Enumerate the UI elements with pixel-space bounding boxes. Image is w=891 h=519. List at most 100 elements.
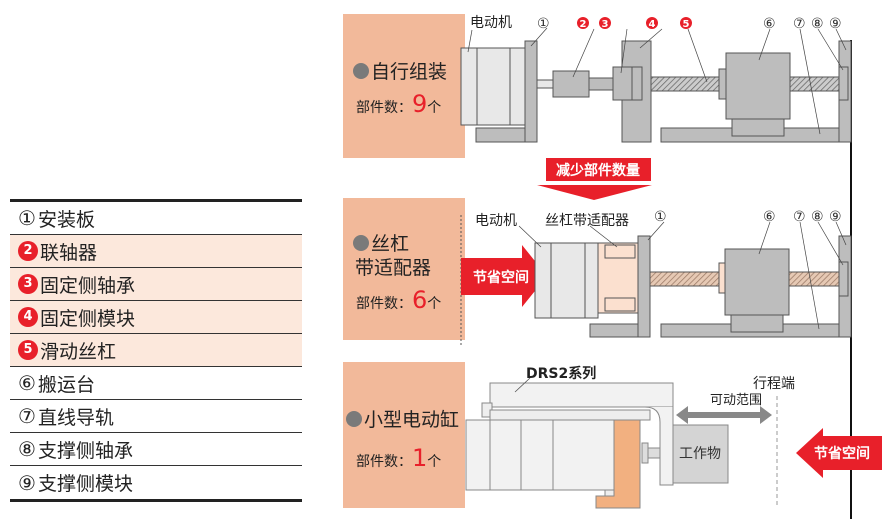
marker-icon: 4 (18, 307, 38, 327)
marker-7: ⑦ (793, 209, 806, 225)
marker-3: 3 (602, 19, 609, 30)
support-block (838, 40, 852, 143)
marker-icon: ⑦ (18, 404, 36, 428)
series-label: DRS2系列 (526, 365, 596, 382)
config-title: 小型电动缸 (364, 409, 460, 431)
marker-icon: 2 (18, 241, 38, 261)
motor-label: 电动机 (475, 213, 517, 229)
legend-label: 联轴器 (40, 241, 98, 264)
support-bearing (838, 66, 849, 101)
legend-label: 安装板 (37, 208, 95, 231)
marker-8: ⑧ (811, 16, 824, 32)
marker-8: ⑧ (811, 209, 824, 225)
save-space-text: 节省空间 (473, 269, 529, 286)
legend-label: 滑动丝杠 (40, 340, 117, 363)
down-arrow-icon (537, 185, 652, 200)
config-box-screw-adapter: 丝杠 带适配器 部件数：6个 (343, 198, 465, 340)
motor (534, 242, 599, 319)
count-label: 部件数： (356, 296, 412, 312)
part-count: 9 (412, 90, 428, 118)
marker-1: ① (654, 209, 667, 225)
movable-range-arrow-icon (676, 406, 772, 424)
save-space-arrow-icon (796, 428, 882, 478)
carriage (725, 52, 791, 120)
marker-4: 4 (649, 19, 656, 30)
lead-screw (650, 76, 720, 92)
marker-icon: 3 (18, 274, 38, 294)
count-label: 部件数： (356, 100, 412, 116)
marker-2: 2 (580, 19, 587, 30)
count-unit: 个 (427, 100, 442, 116)
marker-icon: ⑥ (18, 371, 36, 395)
marker-icon: ⑨ (18, 470, 36, 495)
count-unit: 个 (427, 296, 442, 312)
reduce-banner-text: 减少部件数量 (556, 162, 640, 179)
legend-label: 固定侧轴承 (40, 274, 136, 297)
support-block (838, 235, 852, 338)
marker-icon: ① (18, 206, 36, 230)
legend-label: 搬运台 (37, 373, 95, 396)
motor (460, 47, 526, 126)
marker-1: ① (537, 16, 550, 32)
legend-label: 直线导轨 (37, 406, 114, 429)
workpiece-label: 工作物 (679, 446, 721, 462)
linear-rail (660, 323, 841, 338)
carriage (724, 248, 790, 316)
marker-9: ⑨ (829, 209, 842, 225)
actuator-motor (465, 419, 641, 491)
screw-adapter (597, 242, 639, 314)
marker-icon: ⑧ (18, 437, 36, 461)
marker-5: 5 (683, 19, 690, 30)
part-count: 1 (412, 444, 428, 472)
save-space-text: 节省空间 (814, 445, 870, 462)
bullet-icon (353, 63, 369, 79)
marker-9: ⑨ (829, 16, 842, 32)
config-box-self-assembly: 自行组装 部件数：9个 (343, 14, 465, 158)
motor-label: 电动机 (470, 15, 512, 31)
mounting-plate (524, 40, 538, 143)
stroke-end-label: 行程端 (753, 376, 795, 392)
save-space-arrow-icon (461, 245, 547, 307)
lead-screw (649, 271, 721, 287)
adapter-label: 丝杠带适配器 (545, 213, 629, 229)
fixed-bearing (612, 66, 643, 101)
config-title: 自行组装 (371, 61, 448, 83)
electric-cylinder-diagram: 工作物 DRS2系列 可动范围 行程端 节省空间 (465, 365, 882, 509)
bullet-icon (346, 411, 362, 427)
mounting-bracket (595, 419, 641, 509)
support-bearing (838, 261, 849, 297)
cylinder-body (489, 382, 674, 408)
config-title-line2: 带适配器 (355, 257, 432, 279)
screw-adapter-diagram: 节省空间 电动机 丝杠带适配器 ① ⑥ ⑦ ⑧ ⑨ (460, 209, 852, 345)
count-unit: 个 (427, 454, 442, 470)
marker-icon: 5 (18, 340, 38, 360)
legend-label: 支撑侧轴承 (37, 439, 133, 462)
mounting-base (475, 127, 527, 143)
config-box-electric-cylinder: 小型电动缸 部件数：1个 (343, 362, 465, 508)
coupling (552, 70, 590, 98)
reduce-parts-banner: 减少部件数量 (537, 158, 652, 200)
legend-label: 固定侧模块 (40, 307, 136, 330)
mounting-plate (637, 235, 651, 338)
movable-range-label: 可动范围 (710, 393, 762, 408)
legend-label: 支撑侧模块 (37, 473, 133, 495)
marker-7: ⑦ (793, 16, 806, 32)
linear-rail (660, 127, 841, 143)
workpiece (672, 424, 729, 484)
self-assembly-diagram: 电动机 ① 2 3 4 5 ⑥ ⑦ ⑧ ⑨ (460, 15, 852, 143)
marker-6: ⑥ (763, 16, 776, 32)
bullet-icon (353, 235, 369, 251)
fixed-block (621, 40, 652, 143)
marker-6: ⑥ (763, 209, 776, 225)
